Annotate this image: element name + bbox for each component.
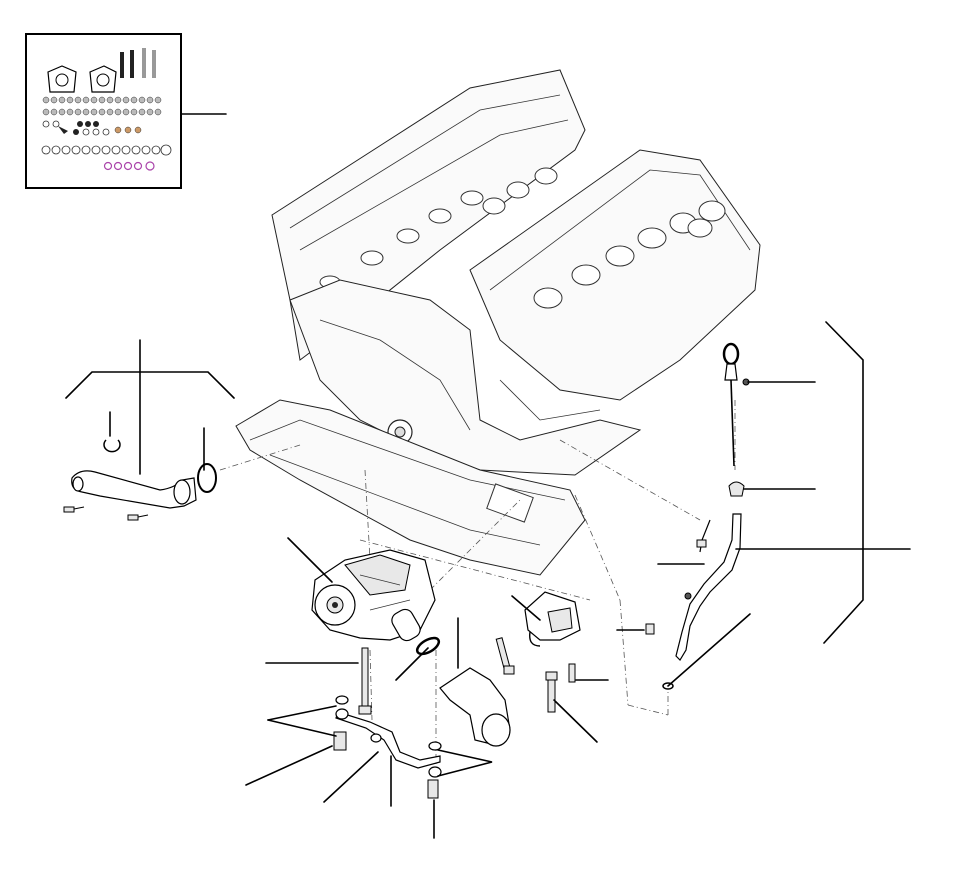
bracket-leader-right xyxy=(823,321,864,644)
gasket-kit-parts-icon xyxy=(41,48,172,171)
leader-line xyxy=(553,699,598,743)
bolt-icon xyxy=(63,506,85,513)
bracket-leader-left xyxy=(65,339,235,475)
engine-block-illustration xyxy=(235,69,761,576)
small-bolt-icon xyxy=(568,663,576,683)
bracket-illustration xyxy=(524,591,581,647)
leader-line xyxy=(287,537,333,583)
banjo-bolt-icon xyxy=(333,731,347,751)
bolt-icon xyxy=(127,514,149,521)
leader-lines-bottom xyxy=(245,705,493,839)
pump-bolt-icon xyxy=(358,647,372,715)
oil-feed-pipe-illustration xyxy=(335,695,442,778)
banjo-bolt-icon xyxy=(427,779,439,799)
dipstick-illustration xyxy=(722,342,750,497)
short-bolt-icon xyxy=(495,637,515,675)
oil-pump-illustration xyxy=(311,549,441,656)
stud-bolt-icon xyxy=(545,671,558,713)
oil-pickup-illustration xyxy=(439,667,511,747)
leader-line xyxy=(511,595,541,621)
dipstick-tube-illustration xyxy=(662,513,742,690)
leader-line xyxy=(395,647,429,681)
oil-pipe-assembly xyxy=(63,439,217,521)
leader-line xyxy=(667,613,751,687)
small-bolt-icon xyxy=(645,623,655,635)
gasket-kit-inset xyxy=(25,33,182,189)
